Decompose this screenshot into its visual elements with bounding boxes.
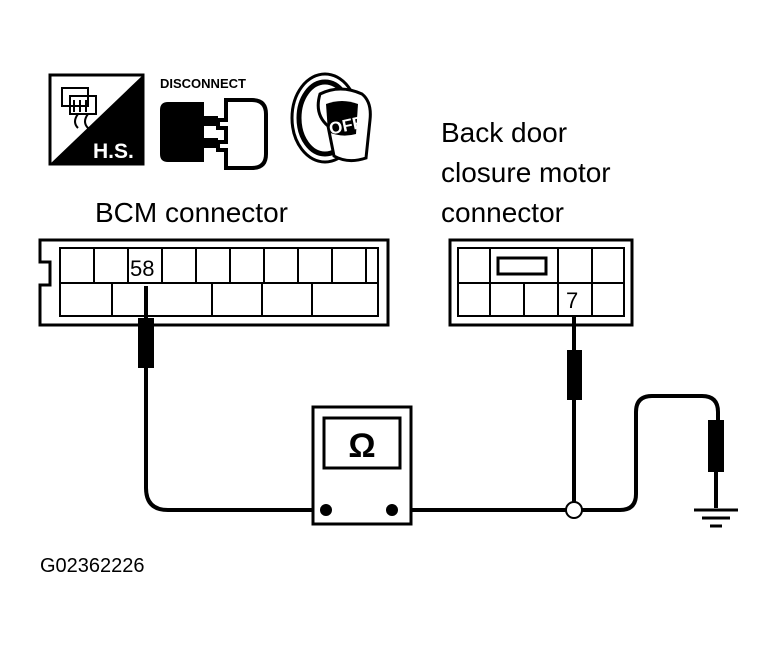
ground-probe — [708, 420, 724, 472]
disconnect-label: DISCONNECT — [160, 76, 246, 91]
junction-point — [565, 501, 583, 519]
back-door-connector — [448, 238, 634, 327]
bcm-connector — [38, 238, 390, 327]
ground-icon — [694, 508, 738, 528]
back-door-title-line1: Back door — [441, 117, 567, 148]
harness-side-label: H.S. — [93, 140, 134, 163]
back-door-probe — [567, 350, 582, 400]
meter-terminal-right — [386, 504, 398, 516]
back-door-title-line2: closure motor — [441, 157, 611, 188]
back-door-title-line3: connector — [441, 197, 564, 228]
ignition-off-icon: OFF — [290, 72, 372, 164]
meter-terminal-left — [320, 504, 332, 516]
test-wires — [144, 286, 720, 512]
disconnect-icon: DISCONNECT — [160, 76, 268, 170]
back-door-pin-label: 7 — [566, 288, 578, 313]
bcm-pin-label: 58 — [130, 256, 154, 281]
figure-id: G02362226 — [40, 555, 145, 577]
ohm-symbol: Ω — [348, 427, 375, 465]
bcm-probe — [138, 318, 154, 368]
harness-side-icon: H.S. — [48, 73, 145, 166]
bcm-connector-title: BCM connector — [95, 197, 288, 228]
ohmmeter — [311, 405, 413, 526]
